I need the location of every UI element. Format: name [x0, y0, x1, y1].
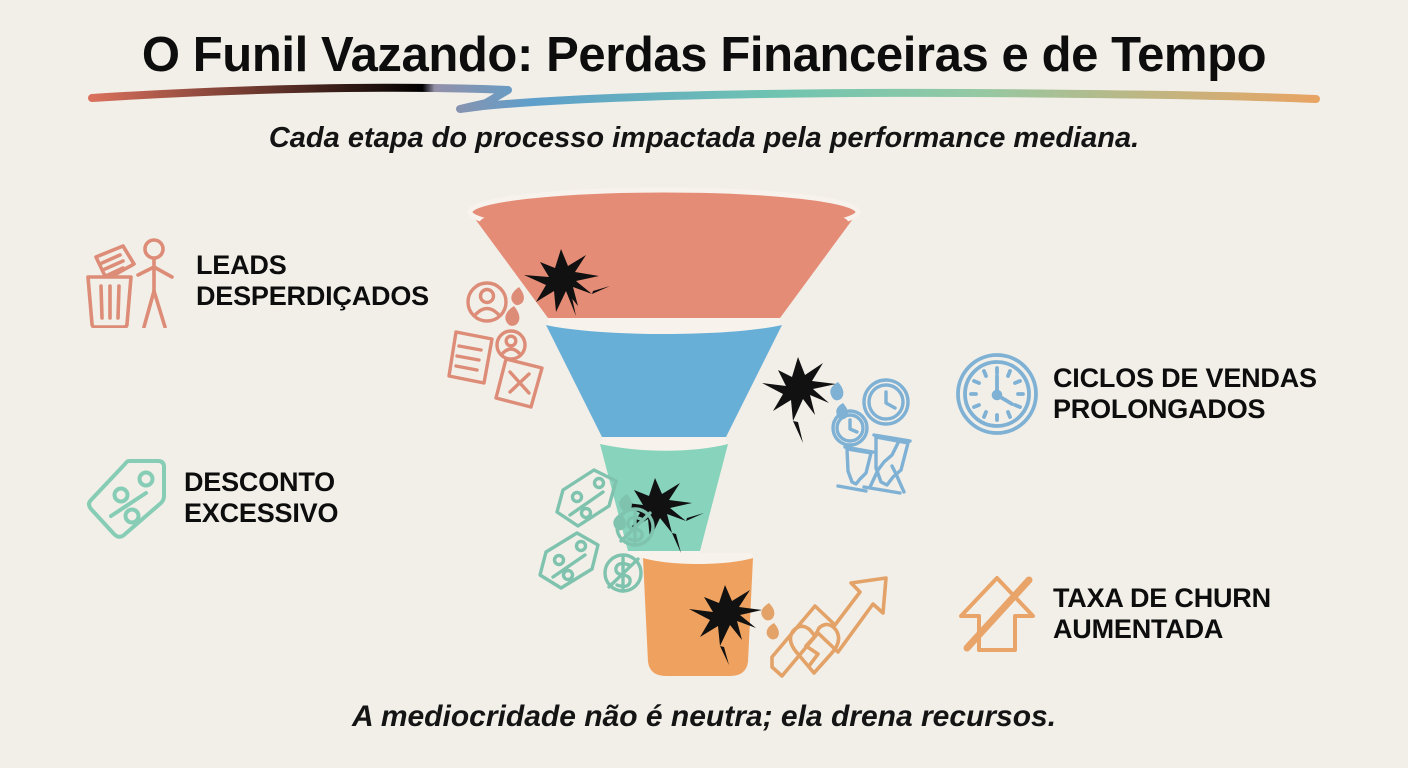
avatar-icon: [495, 329, 527, 361]
percent-tag-icon: [555, 468, 618, 528]
document-x-icon: [494, 357, 544, 409]
hourglass-icon: [862, 433, 912, 495]
percent-tag-icon: [87, 459, 166, 539]
crack-leads: [524, 249, 610, 316]
label-leads-desperdicados: LEADS DESPERDIÇADOS: [82, 233, 429, 328]
droplet-icon: [761, 603, 779, 640]
broken-heart-icon: [788, 622, 841, 675]
droplet-icon: [613, 494, 632, 531]
droplet-icon: [830, 382, 848, 420]
title-underline-swoosh: [88, 83, 1320, 113]
label-taxa-churn: TAXA DE CHURN AUMENTADA: [955, 572, 1271, 656]
clock-icon: [831, 409, 869, 447]
dollar-slash-icon: [603, 553, 643, 593]
avatar-icon: [466, 281, 508, 323]
arrow-up-slash-icon: [959, 576, 1035, 652]
percent-tag-icon: [538, 531, 600, 590]
funnel-stage-ciclos: [546, 320, 782, 444]
label-desconto-text: DESCONTO EXCESSIVO: [184, 467, 339, 528]
droplet-icon: [505, 287, 524, 326]
label-leads-text: LEADS DESPERDIÇADOS: [196, 249, 429, 311]
trend-arrow-up-icon: [770, 576, 888, 678]
document-lines-icon: [447, 330, 494, 385]
label-ciclos-prolongados: CICLOS DE VENDAS PROLONGADOS: [955, 352, 1317, 436]
crack-ciclos: [762, 357, 836, 443]
label-desconto-excessivo: DESCONTO EXCESSIVO: [84, 455, 338, 541]
hourglass-icon: [836, 445, 875, 493]
leak-cluster-desconto: [538, 468, 655, 593]
leak-cluster-churn: [761, 576, 888, 678]
label-churn-text: TAXA DE CHURN AUMENTADA: [1053, 583, 1271, 644]
footer-caption: A mediocridade não é neutra; ela drena r…: [351, 700, 1057, 733]
page-subtitle: Cada etapa do processo impactada pela pe…: [268, 122, 1140, 154]
clock-icon: [956, 353, 1038, 435]
leak-cluster-leads: [447, 281, 544, 409]
leak-cluster-ciclos: [830, 378, 912, 495]
trash-person-icon: [86, 238, 174, 328]
crack-churn: [689, 585, 762, 665]
label-ciclos-text: CICLOS DE VENDAS PROLONGADOS: [1053, 363, 1317, 424]
page-title: O Funil Vazando: Perdas Financeiras e de…: [141, 28, 1267, 82]
clock-icon: [862, 378, 910, 426]
funnel-stage-leads: [467, 187, 861, 325]
